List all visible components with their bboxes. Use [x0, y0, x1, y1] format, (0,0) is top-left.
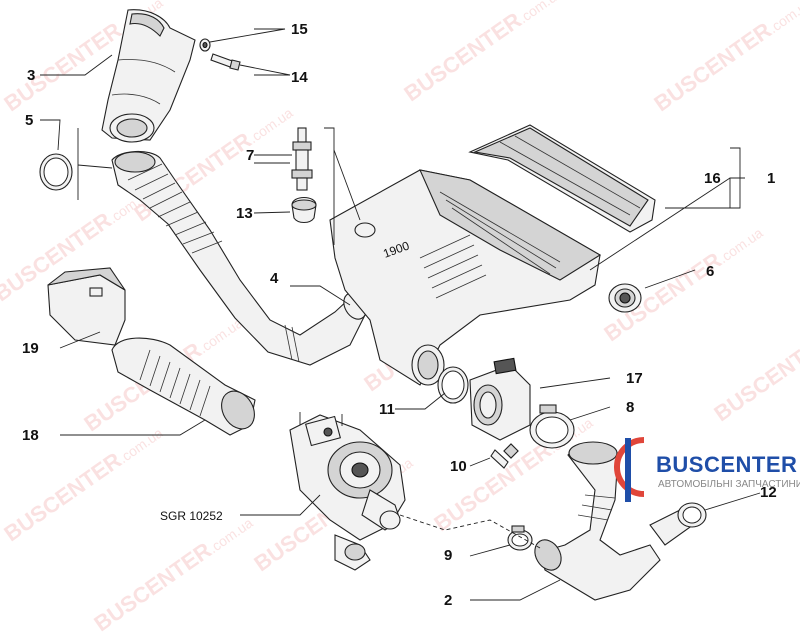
- sgr-label: SGR 10252: [160, 509, 223, 523]
- diagram-svg: 1900: [22, 9, 777, 609]
- logo-name: BUSCENTER: [656, 452, 798, 477]
- part-2-outlet-hose: [534, 441, 701, 601]
- part-14-bolt: [210, 53, 241, 71]
- part-4-intake-hose: [111, 150, 367, 366]
- leader-lines: [40, 28, 761, 601]
- part-6-grommet: [608, 283, 642, 313]
- callout-2: 2: [444, 592, 452, 609]
- part-11-o-ring: [437, 366, 469, 404]
- callout-13: 13: [236, 205, 253, 222]
- part-1-air-filter-housing: 1900: [329, 169, 602, 386]
- part-10-screw: [490, 443, 519, 469]
- logo-mark-icon: [614, 437, 645, 502]
- part-19-resonator: [47, 267, 126, 346]
- part-7-valve: [291, 127, 313, 191]
- callout-3: 3: [27, 67, 35, 84]
- callout-1: 1: [767, 170, 775, 187]
- part-16-filter-element: [468, 124, 656, 233]
- callout-17: 17: [626, 370, 643, 387]
- part-18-hose: [111, 337, 256, 436]
- callout-4: 4: [270, 270, 279, 287]
- callout-16: 16: [704, 170, 721, 187]
- part-17-maf-sensor: [469, 357, 531, 441]
- callout-18: 18: [22, 427, 39, 444]
- callout-14: 14: [291, 69, 308, 86]
- callout-9: 9: [444, 547, 452, 564]
- callout-11: 11: [379, 401, 395, 418]
- part-3-intake-elbow: [101, 9, 196, 143]
- part-15-washer: [199, 38, 211, 52]
- part-8-clamp: [529, 404, 575, 449]
- callout-10: 10: [450, 458, 467, 475]
- turbocharger: [289, 412, 406, 571]
- part-5-o-ring: [39, 153, 73, 191]
- part-13-grommet: [291, 196, 317, 224]
- callout-15: 15: [291, 21, 308, 38]
- callout-12: 12: [760, 484, 777, 501]
- callout-6: 6: [706, 263, 714, 280]
- callout-7: 7: [246, 147, 254, 164]
- logo-tagline: АВТОМОБІЛЬНІ ЗАПЧАСТИНИ: [658, 479, 800, 490]
- callout-8: 8: [626, 399, 634, 416]
- buscenter-logo: BUSCENTER АВТОМОБІЛЬНІ ЗАПЧАСТИНИ: [612, 436, 800, 621]
- callout-19: 19: [22, 340, 39, 357]
- part-12-clamp: [677, 502, 707, 528]
- callout-5: 5: [25, 112, 33, 129]
- part-9-clamp: [507, 525, 533, 551]
